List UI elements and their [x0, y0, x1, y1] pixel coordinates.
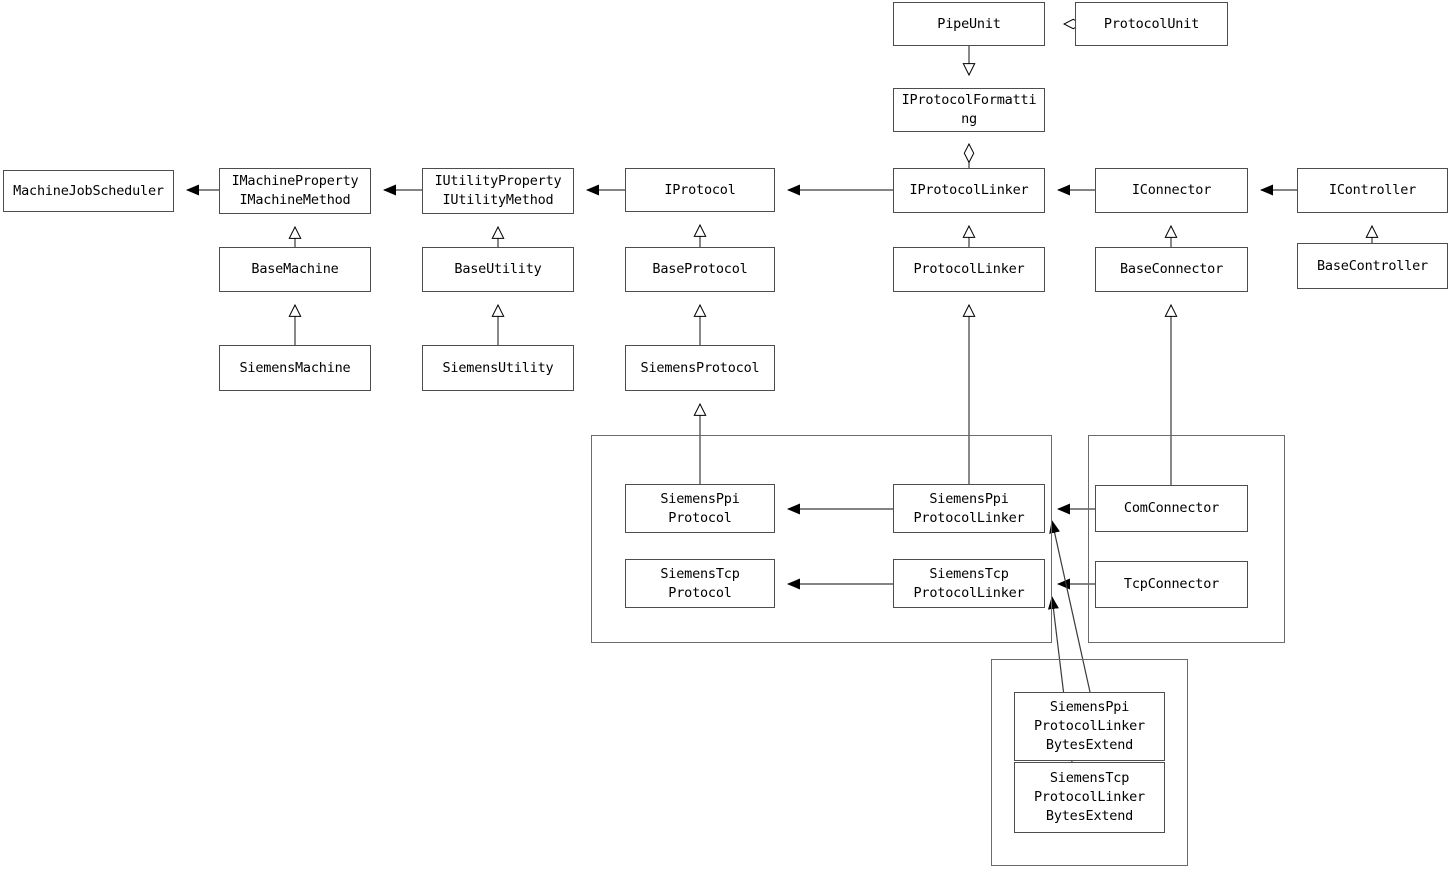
class-box-basecontroller[interactable]: BaseController: [1297, 243, 1448, 289]
group-bytes-extend: [991, 659, 1188, 866]
class-box-machinejobscheduler[interactable]: MachineJobScheduler: [3, 170, 174, 212]
class-label: SiemensPpi Protocol: [660, 490, 740, 526]
class-label: SiemensPpi ProtocolLinker BytesExtend: [1034, 699, 1145, 753]
class-box-siemensprotocol[interactable]: SiemensProtocol: [625, 345, 775, 391]
edge-ppiBytesExtend-ppiLinker: [1049, 520, 1091, 693]
class-label: BaseUtility: [454, 261, 542, 277]
class-box-siemensppiprotocol[interactable]: SiemensPpi Protocol: [625, 484, 775, 533]
class-label: BaseController: [1317, 257, 1428, 274]
class-label: SiemensTcp ProtocolLinker: [913, 565, 1025, 601]
class-box-siemenstcpprotocollinkerbytesextend[interactable]: SiemensTcp ProtocolLinker BytesExtend: [1014, 762, 1165, 833]
class-box-protocolunit[interactable]: ProtocolUnit: [1075, 2, 1228, 46]
class-box-basemachine[interactable]: BaseMachine: [219, 247, 371, 292]
class-box-iconnector[interactable]: IConnector: [1095, 168, 1248, 213]
class-label: SiemensUtility: [442, 359, 554, 376]
class-box-siemensppiprotocollinkerbytesextend[interactable]: SiemensPpi ProtocolLinker BytesExtend: [1014, 692, 1165, 761]
group-connector-impl: [1088, 435, 1285, 643]
class-label: BaseMachine: [251, 261, 339, 277]
class-box-pipeunit[interactable]: PipeUnit: [893, 2, 1045, 46]
class-box-baseutility[interactable]: BaseUtility: [422, 247, 574, 292]
class-label: MachineJobScheduler: [13, 182, 164, 199]
class-label: BaseProtocol: [652, 261, 748, 277]
class-box-iprotocollinker[interactable]: IProtocolLinker: [893, 168, 1045, 213]
class-box-imachineproperty[interactable]: IMachineProperty IMachineMethod: [219, 168, 371, 214]
class-label: IUtilityProperty IUtilityMethod: [434, 173, 562, 208]
class-label: ProtocolLinker: [913, 261, 1025, 277]
class-label: SiemensPpi ProtocolLinker: [913, 490, 1025, 526]
class-label: IMachineProperty IMachineMethod: [231, 173, 359, 208]
class-label: ComConnector: [1123, 500, 1220, 516]
class-box-iprotocol[interactable]: IProtocol: [625, 168, 775, 212]
class-box-siemenstcpprotocollinker[interactable]: SiemensTcp ProtocolLinker: [893, 559, 1045, 608]
class-box-baseconnector[interactable]: BaseConnector: [1095, 247, 1248, 292]
class-label: SiemensMachine: [239, 359, 351, 376]
class-box-icontroller[interactable]: IController: [1297, 168, 1448, 213]
class-box-iprotocolformatting[interactable]: IProtocolFormatti ng: [893, 88, 1045, 132]
class-box-baseprotocol[interactable]: BaseProtocol: [625, 247, 775, 292]
class-label: IProtocolLinker: [909, 182, 1029, 198]
class-box-tcpconnector[interactable]: TcpConnector: [1095, 561, 1248, 608]
group-protocol-impl: [591, 435, 1052, 643]
class-label: SiemensProtocol: [640, 359, 760, 376]
class-label: ProtocolUnit: [1103, 15, 1200, 32]
class-label: SiemensTcp ProtocolLinker BytesExtend: [1034, 770, 1145, 824]
class-label: PipeUnit: [937, 15, 1001, 32]
class-label: IProtocol: [664, 181, 736, 198]
class-label: BaseConnector: [1119, 261, 1224, 277]
class-label: IProtocolFormatti ng: [901, 92, 1037, 127]
class-box-siemensppiprotocollinker[interactable]: SiemensPpi ProtocolLinker: [893, 484, 1045, 533]
class-label: SiemensTcp Protocol: [660, 565, 740, 601]
class-box-iutilityproperty[interactable]: IUtilityProperty IUtilityMethod: [422, 168, 574, 214]
class-box-siemensutility[interactable]: SiemensUtility: [422, 345, 574, 391]
class-box-siemensmachine[interactable]: SiemensMachine: [219, 345, 371, 391]
class-label: IConnector: [1131, 182, 1212, 198]
class-box-comconnector[interactable]: ComConnector: [1095, 485, 1248, 532]
class-label: TcpConnector: [1123, 576, 1220, 592]
class-label: IController: [1328, 182, 1417, 198]
class-box-protocollinker[interactable]: ProtocolLinker: [893, 247, 1045, 292]
class-box-siemenstcpprotocol[interactable]: SiemensTcp Protocol: [625, 559, 775, 608]
